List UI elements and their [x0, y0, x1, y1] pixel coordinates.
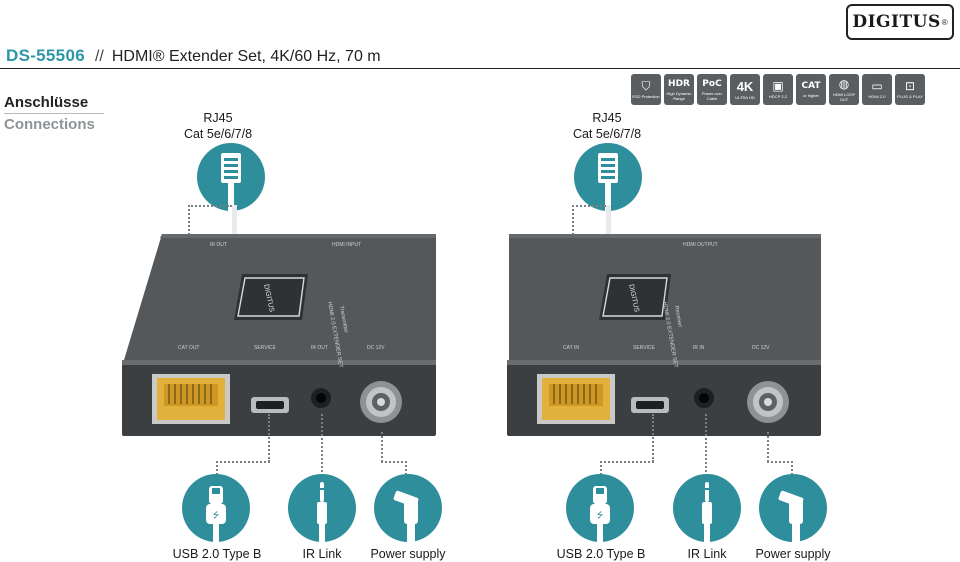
header-divider [0, 68, 960, 69]
4k-icon: 4K ULTRA HD [730, 74, 760, 105]
rx-power-label: Power supply [755, 547, 831, 561]
tx-ir-label: IR Link [302, 547, 342, 561]
tx-usb-leader-v [268, 414, 270, 462]
tx-power-leader-v [381, 432, 383, 462]
transmitter-device: DIGITUS HDMI 2.0 EXTENDER SET Transmitte… [118, 232, 438, 444]
tx-rj45-bubble [197, 143, 265, 211]
tx-usb-bubble: ⭍ [182, 474, 250, 542]
ir-loop-icon: ◍ HDMI LOOP OUT [829, 74, 859, 105]
tx-power-label: Power supply [370, 547, 446, 561]
rx-cat-label: Cat 5e/6/7/8 [572, 127, 642, 141]
svg-text:HDMI OUTPUT: HDMI OUTPUT [683, 242, 718, 248]
rx-ir-label: IR Link [687, 547, 727, 561]
power-plug-icon [393, 490, 419, 542]
svg-text:SERVICE: SERVICE [633, 345, 656, 351]
svg-text:IR IN: IR IN [693, 345, 705, 351]
svg-text:DC 12V: DC 12V [752, 345, 770, 351]
tx-rj45-cable [232, 205, 237, 235]
rx-rj45-leader-h [572, 205, 606, 207]
product-title: HDMI® Extender Set, 4K/60 Hz, 70 m [111, 48, 381, 65]
title-row: DS-55506 // HDMI® Extender Set, 4K/60 Hz… [6, 46, 956, 68]
feature-icons: ⛉ ESD Protection HDR High Dynamic Range … [631, 74, 925, 105]
tx-ir-leader-v [321, 414, 323, 476]
rx-usb-leader-h [600, 461, 654, 463]
hdcp-icon: ▣ HDCP 2.2 [763, 74, 793, 105]
usb-connector-icon: ⭍ [206, 486, 226, 542]
svg-text:⭍: ⭍ [597, 511, 604, 520]
svg-text:HDMI INPUT: HDMI INPUT [332, 242, 361, 248]
rx-power-leader-v2 [791, 461, 793, 475]
rx-power-leader-h [767, 461, 793, 463]
title-separator: // [94, 48, 104, 65]
section-title-de: Anschlüsse [4, 94, 89, 111]
receiver-device: DIGITUS HDMI 2.0 EXTENDER SET Receiver C… [503, 232, 823, 444]
usb-connector-icon: ⭍ [590, 486, 610, 542]
logo-text: DIGITUS [852, 12, 941, 32]
rx-usb-leader-v2 [600, 461, 602, 475]
plug-play-icon: ⊡ PLUG & PLAY [895, 74, 925, 105]
poc-icon: PoC Power over Cable [697, 74, 727, 105]
esd-protection-icon: ⛉ ESD Protection [631, 74, 661, 105]
audio-jack-icon [317, 482, 327, 542]
svg-text:DC 12V: DC 12V [367, 345, 385, 351]
logo-registered-mark: ® [941, 17, 948, 27]
svg-text:IR OUT: IR OUT [311, 345, 328, 351]
audio-jack-icon [702, 482, 712, 542]
rx-ir-leader-v [705, 414, 707, 476]
rx-usb-bubble: ⭍ [566, 474, 634, 542]
tx-power-leader-v2 [405, 461, 407, 475]
rj45-connector-icon [221, 153, 241, 211]
section-title-en: Connections [4, 116, 95, 133]
svg-text:CAT IN: CAT IN [563, 345, 579, 351]
tx-cat-label: Cat 5e/6/7/8 [183, 127, 253, 141]
tx-power-leader-h [381, 461, 407, 463]
svg-text:SERVICE: SERVICE [254, 345, 277, 351]
tx-usb-label: USB 2.0 Type B [172, 547, 262, 561]
svg-text:Receiver: Receiver [673, 305, 683, 328]
tx-usb-leader-h [216, 461, 270, 463]
tx-rj45-leader-h [188, 205, 232, 207]
rx-rj45-label: RJ45 [592, 111, 622, 125]
rx-rj45-cable [606, 205, 611, 235]
digitus-logo: DIGITUS ® [846, 4, 954, 40]
svg-text:Transmitter: Transmitter [338, 305, 349, 333]
section-divider [4, 113, 104, 114]
svg-text:CAT OUT: CAT OUT [178, 345, 199, 351]
tx-ir-bubble [288, 474, 356, 542]
model-number: DS-55506 [6, 46, 85, 65]
svg-text:IR OUT: IR OUT [210, 242, 227, 248]
rx-usb-label: USB 2.0 Type B [556, 547, 646, 561]
hdmi-icon: ▭ HDMI 2.0 [862, 74, 892, 105]
power-plug-icon [778, 490, 804, 542]
hdr-icon: HDR High Dynamic Range [664, 74, 694, 105]
cat-cable-icon: CAT or higher [796, 74, 826, 105]
svg-text:⭍: ⭍ [213, 511, 220, 520]
rx-power-bubble [759, 474, 827, 542]
rx-rj45-bubble [574, 143, 642, 211]
rx-ir-bubble [673, 474, 741, 542]
rx-usb-leader-v [652, 414, 654, 462]
tx-rj45-label: RJ45 [203, 111, 233, 125]
tx-usb-leader-v2 [216, 461, 218, 475]
rj45-connector-icon [598, 153, 618, 211]
rx-power-leader-v [767, 432, 769, 462]
tx-power-bubble [374, 474, 442, 542]
